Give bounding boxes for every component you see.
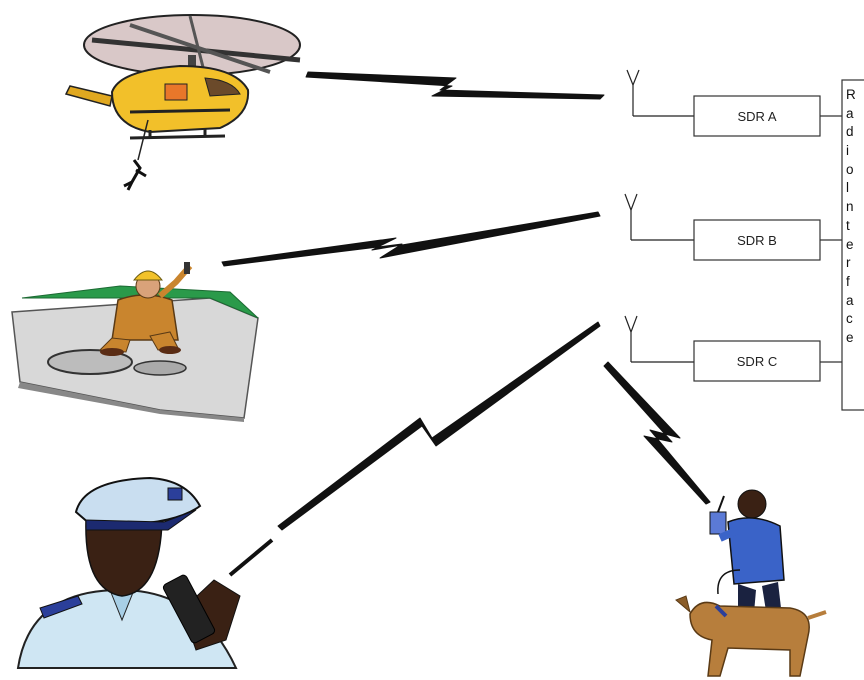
side-panel-letter: l	[846, 180, 849, 196]
lightning-link-worker	[221, 211, 601, 267]
sdr-a-label: SDR A	[737, 109, 776, 124]
sdr-c-box: SDR C	[693, 340, 821, 382]
antenna-a	[626, 69, 694, 117]
sdr-a-box: SDR A	[693, 95, 821, 137]
k9-officer-icon	[675, 489, 827, 677]
sdr-c-label: SDR C	[737, 354, 777, 369]
worker-icon	[11, 262, 259, 422]
side-panel-letter: o	[846, 161, 854, 177]
side-panel-box	[841, 79, 864, 411]
radio-links	[221, 71, 711, 531]
side-panel-letter: t	[846, 217, 850, 233]
lightning-link-police	[277, 321, 601, 531]
side-panel-letter: f	[846, 273, 850, 289]
side-panel-letter: e	[846, 236, 854, 252]
lightning-link-k9	[603, 361, 711, 505]
side-panel-letter: c	[846, 311, 853, 327]
police-officer-icon	[16, 476, 274, 669]
helicopter-icon	[64, 14, 301, 191]
side-panel-letter: n	[846, 199, 854, 215]
antenna-b	[624, 193, 694, 241]
side-panel-letter: R	[846, 87, 856, 102]
side-panel-letter: d	[846, 124, 854, 140]
sdr-to-panel-connectors	[820, 115, 842, 363]
antenna-c	[624, 315, 694, 363]
sdr-b-box: SDR B	[693, 219, 821, 261]
side-panel-letter: r	[846, 255, 851, 271]
side-panel-letter: a	[846, 105, 854, 121]
side-panel-letter: i	[846, 143, 849, 159]
side-panel-letter: a	[846, 292, 854, 308]
side-panel-letter: e	[846, 329, 854, 345]
lightning-link-helicopter	[305, 71, 605, 100]
sdr-b-label: SDR B	[737, 233, 777, 248]
